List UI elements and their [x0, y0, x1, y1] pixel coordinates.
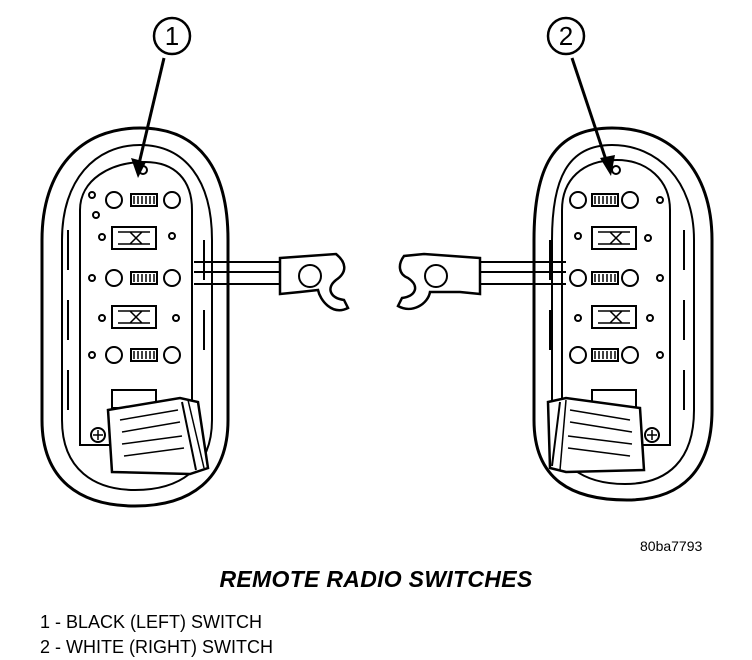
- right-switch-housing: [532, 126, 714, 502]
- right-tact-switch-3: [591, 348, 619, 362]
- left-connector-plate: [278, 252, 350, 312]
- right-wire-connector: [546, 396, 646, 474]
- callout-2: 2: [546, 16, 615, 176]
- callout-1: 1: [131, 16, 192, 178]
- left-tact-switch-3: [130, 348, 158, 362]
- legend: 1 - BLACK (LEFT) SWITCH 2 - WHITE (RIGHT…: [40, 610, 273, 660]
- left-tact-switch-2: [130, 271, 158, 285]
- figure-id: 80ba7793: [640, 538, 703, 554]
- legend-item-2: 2 - WHITE (RIGHT) SWITCH: [40, 637, 273, 657]
- callout-2-number: 2: [559, 21, 573, 51]
- remote-radio-switches-figure: 1 2: [40, 16, 714, 508]
- legend-item-1: 1 - BLACK (LEFT) SWITCH: [40, 612, 263, 632]
- right-switch-housing-inner: [551, 143, 695, 486]
- callout-2-leader: [570, 57, 610, 167]
- left-tact-switch-1: [130, 193, 158, 207]
- right-button-pad-1: [591, 226, 637, 250]
- right-wire-harness: [480, 261, 566, 285]
- right-connector-plate: [396, 252, 482, 311]
- callout-1-leader: [136, 57, 166, 169]
- left-switch-housing: [40, 126, 230, 508]
- left-switch-assembly: [40, 126, 350, 508]
- left-wire-harness: [194, 261, 280, 285]
- right-switch-assembly: [396, 126, 714, 502]
- right-tact-switch-2: [591, 271, 619, 285]
- left-switch-housing-inner: [61, 143, 213, 492]
- callout-1-number: 1: [165, 21, 179, 51]
- figure-caption: REMOTE RADIO SWITCHES: [219, 566, 533, 592]
- left-button-pad-2: [111, 305, 157, 329]
- left-wire-connector: [106, 396, 210, 476]
- left-button-pad-1: [111, 226, 157, 250]
- right-button-pad-2: [591, 305, 637, 329]
- right-tact-switch-1: [591, 193, 619, 207]
